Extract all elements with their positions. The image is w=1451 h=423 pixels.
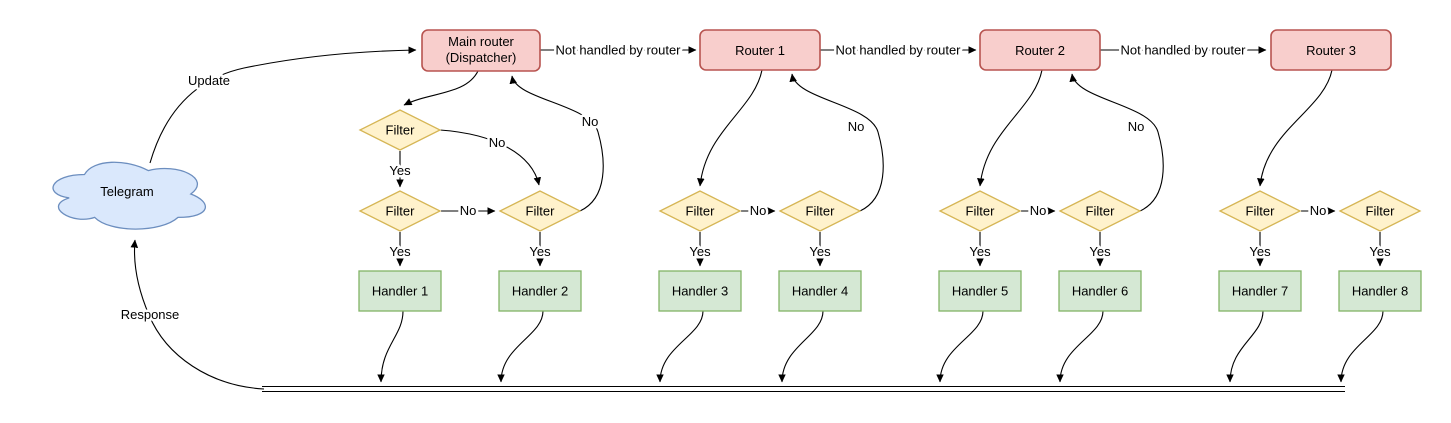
edge-label-yes: Yes — [809, 244, 831, 259]
edge-label-no: No — [750, 203, 767, 218]
node-handler-5 — [938, 270, 1022, 312]
node-main-router — [421, 29, 541, 72]
edge-handler8-to-bus — [1337, 310, 1384, 383]
node-filter-r1-left — [658, 190, 742, 232]
node-handler-8 — [1338, 270, 1422, 312]
handler-8-label: Handler 8 — [1352, 284, 1408, 299]
edge-main-router-to-filter — [403, 70, 479, 106]
edge-label-yes: Yes — [969, 244, 991, 259]
edges-layer — [130, 46, 1384, 393]
handler-3-label: Handler 3 — [672, 284, 728, 299]
node-filter-r2-left — [938, 190, 1022, 232]
filter-label: Filter — [1366, 204, 1396, 219]
node-labels-layer: Telegram Main router (Dispatcher) Router… — [100, 34, 1408, 299]
node-filter-main-right — [498, 190, 582, 232]
edge-label-not-handled-3: Not handled by router — [1120, 43, 1246, 58]
edge-handler3-to-bus — [656, 310, 704, 383]
edge-label-yes: Yes — [1089, 244, 1111, 259]
router-2-label: Router 2 — [1015, 43, 1065, 58]
edge-label-no: No — [1128, 119, 1145, 134]
node-handler-3 — [658, 270, 742, 312]
handler-4-label: Handler 4 — [792, 284, 848, 299]
handler-5-label: Handler 5 — [952, 284, 1008, 299]
edge-label-yes: Yes — [689, 244, 711, 259]
filter-label: Filter — [386, 204, 416, 219]
node-filter-r1-right — [778, 190, 862, 232]
handler-2-label: Handler 2 — [512, 284, 568, 299]
edge-label-no: No — [489, 135, 506, 150]
handler-1-label: Handler 1 — [372, 284, 428, 299]
edge-router2-to-filter — [977, 69, 1043, 187]
node-filter-main-top — [358, 109, 442, 151]
handler-nodes — [358, 270, 1422, 312]
edge-label-not-handled-2: Not handled by router — [835, 43, 961, 58]
edge-router2-return-no — [1069, 73, 1164, 212]
edge-handler7-to-bus — [1226, 310, 1264, 383]
edge-label-no: No — [848, 119, 865, 134]
filter-label: Filter — [526, 204, 556, 219]
edge-label-no: No — [1030, 203, 1047, 218]
edge-label-no: No — [1310, 203, 1327, 218]
filter-nodes — [358, 109, 1422, 232]
edge-handler2-to-bus — [497, 310, 544, 383]
edge-label-no: No — [582, 114, 599, 129]
edge-label-yes: Yes — [529, 244, 551, 259]
edge-router1-return-no — [789, 73, 884, 212]
filter-label: Filter — [686, 204, 716, 219]
edge-label-response: Response — [121, 307, 180, 322]
edge-main-topfilter-no — [439, 129, 541, 186]
handler-6-label: Handler 6 — [1072, 284, 1128, 299]
filter-label: Filter — [806, 204, 836, 219]
node-filter-r3-right — [1338, 190, 1422, 232]
router-3-label: Router 3 — [1306, 43, 1356, 58]
node-filter-main-left — [358, 190, 442, 232]
main-router-label-line2: (Dispatcher) — [446, 50, 517, 65]
edge-label-yes: Yes — [389, 163, 411, 178]
node-handler-2 — [498, 270, 582, 312]
telegram-cloud-label: Telegram — [100, 184, 153, 199]
node-handler-6 — [1058, 270, 1142, 312]
node-router-2 — [979, 29, 1101, 71]
filter-label: Filter — [386, 123, 416, 138]
edge-label-update: Update — [188, 73, 230, 88]
router-1-label: Router 1 — [735, 43, 785, 58]
edge-labels-layer: Update Response Not handled by router No… — [118, 40, 1393, 325]
filter-label: Filter — [1086, 204, 1116, 219]
router-nodes — [421, 29, 1392, 72]
node-handler-4 — [778, 270, 862, 312]
edge-label-yes: Yes — [389, 244, 411, 259]
filter-label: Filter — [966, 204, 996, 219]
node-filter-r3-left — [1218, 190, 1302, 232]
edge-handler6-to-bus — [1056, 310, 1104, 383]
edge-main-return-no — [509, 75, 604, 212]
edge-router1-to-filter — [697, 69, 763, 187]
node-handler-1 — [358, 270, 442, 312]
main-router-label-line1: Main router — [448, 34, 514, 49]
handler-7-label: Handler 7 — [1232, 284, 1288, 299]
edge-router3-to-filter — [1257, 69, 1333, 187]
edge-handler4-to-bus — [778, 310, 824, 383]
edge-response — [130, 239, 265, 390]
node-router-1 — [699, 29, 821, 71]
node-router-3 — [1270, 29, 1392, 71]
node-handler-7 — [1218, 270, 1302, 312]
edge-label-yes: Yes — [1249, 244, 1271, 259]
filter-label: Filter — [1246, 204, 1276, 219]
edge-handler1-to-bus — [377, 310, 404, 383]
edge-handler5-to-bus — [936, 310, 984, 383]
telegram-cloud — [52, 161, 207, 230]
edge-label-no: No — [460, 203, 477, 218]
edge-label-yes: Yes — [1369, 244, 1391, 259]
node-filter-r2-right — [1058, 190, 1142, 232]
edge-update — [149, 46, 417, 164]
edge-label-not-handled-1: Not handled by router — [555, 43, 681, 58]
